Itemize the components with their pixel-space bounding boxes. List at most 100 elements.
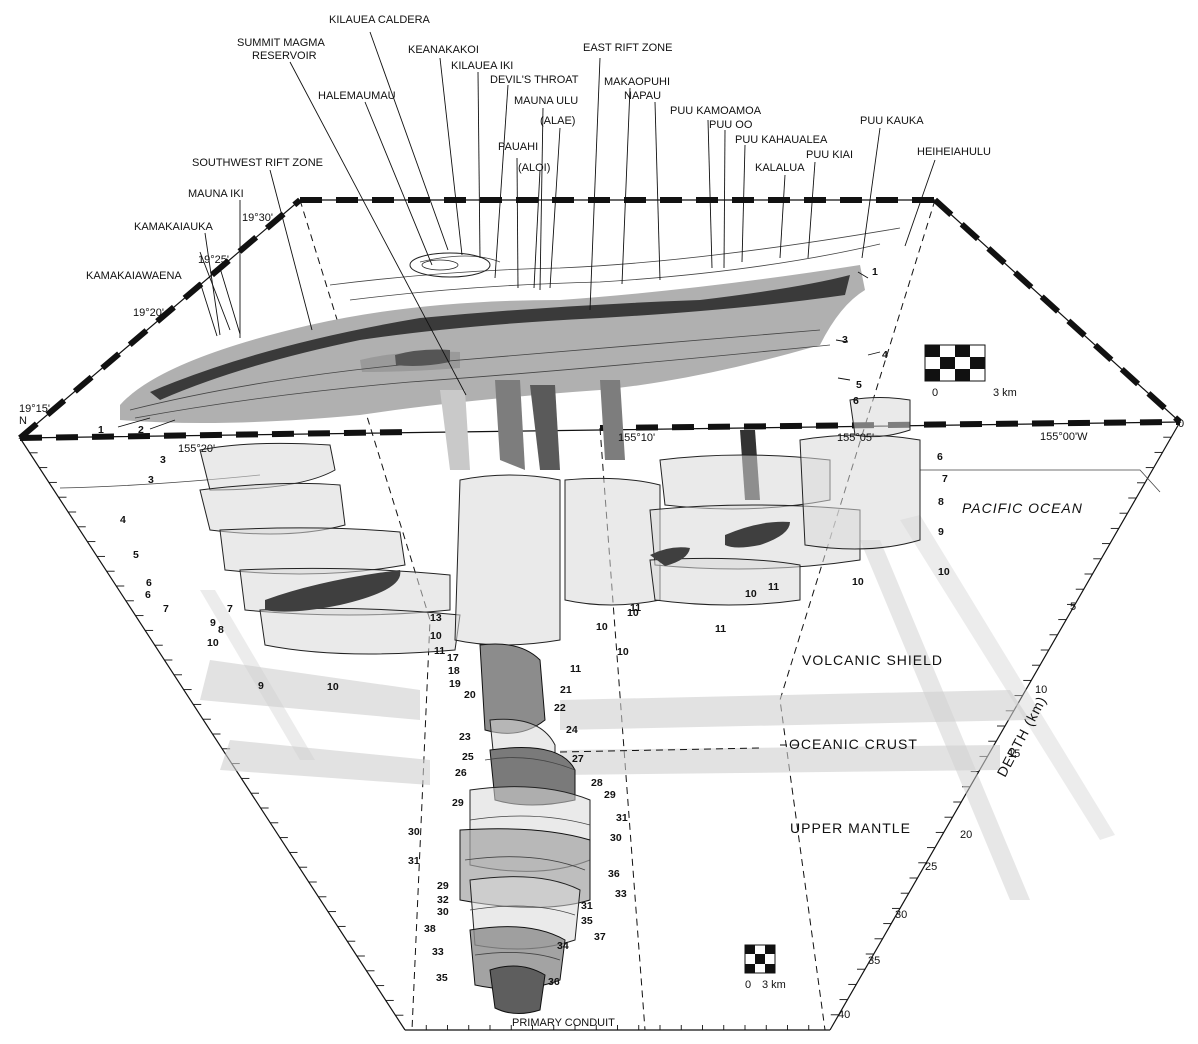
lon-155-10: 155°10' bbox=[618, 432, 655, 444]
zone-number-36b: 36 bbox=[548, 976, 560, 988]
zone-number-35a: 35 bbox=[581, 915, 593, 927]
zone-number-10h: 10 bbox=[852, 576, 864, 588]
zone-number-36a: 36 bbox=[608, 868, 620, 880]
zone-number-10d: 10 bbox=[596, 621, 608, 633]
depth-tick-label: 20 bbox=[960, 829, 972, 841]
lat-19-30: 19°30' bbox=[242, 212, 273, 224]
lon-155-20: 155°20' bbox=[178, 443, 215, 455]
depth-tick-label: 10 bbox=[1035, 684, 1047, 696]
label-summit-magma: SUMMIT MAGMA bbox=[237, 37, 325, 49]
depth-tick-label: 25 bbox=[925, 861, 937, 873]
depth-zero: 0 bbox=[1178, 418, 1184, 430]
zone-number-9c: 9 bbox=[938, 526, 944, 538]
depth-tick-label: 40 bbox=[838, 1009, 850, 1021]
zone-number-38: 38 bbox=[424, 923, 436, 935]
zone-number-11a: 11 bbox=[434, 645, 445, 657]
label-pacific-ocean: PACIFIC OCEAN bbox=[962, 500, 1083, 516]
label-east-rift-zone: EAST RIFT ZONE bbox=[583, 42, 672, 54]
zone-number-3c: 3 bbox=[842, 334, 848, 346]
zone-number-35b: 35 bbox=[436, 972, 448, 984]
zone-number-29a: 29 bbox=[452, 797, 464, 809]
zone-number-8a: 8 bbox=[218, 624, 224, 636]
lat-19-20: 19°20' bbox=[133, 307, 164, 319]
scale-bar-top: 0 3 km bbox=[924, 344, 1017, 399]
label-makaopuhi: MAKAOPUHI bbox=[604, 76, 670, 88]
zone-number-34: 34 bbox=[557, 940, 569, 952]
scale-bar-bottom: 0 3 km bbox=[744, 944, 786, 991]
zone-number-11e: 11 bbox=[768, 581, 779, 593]
zone-number-37: 37 bbox=[594, 931, 606, 943]
coordinate-labels: 19°30' 19°25' 19°20' 19°15' N 155°20' 15… bbox=[19, 212, 1088, 455]
zone-number-5b: 5 bbox=[856, 379, 862, 391]
label-kalalua: KALALUA bbox=[755, 162, 805, 174]
zone-number-30c: 30 bbox=[437, 906, 449, 918]
zone-number-1b: 1 bbox=[872, 266, 878, 278]
zone-number-28: 28 bbox=[591, 777, 603, 789]
zone-number-7a: 7 bbox=[163, 603, 169, 615]
label-devils-throat: DEVIL'S THROAT bbox=[490, 74, 579, 86]
zone-number-30b: 30 bbox=[610, 832, 622, 844]
zone-number-31c: 31 bbox=[581, 900, 593, 912]
label-mauna-ulu: MAUNA ULU bbox=[514, 95, 578, 107]
zone-number-24: 24 bbox=[566, 724, 578, 736]
zone-number-11d: 11 bbox=[715, 623, 726, 635]
zone-number-11b: 11 bbox=[570, 663, 581, 675]
leader-lines bbox=[117, 31, 936, 430]
label-southwest-rift-zone: SOUTHWEST RIFT ZONE bbox=[192, 157, 323, 169]
surface-labels: KILAUEA CALDERA SUMMIT MAGMA RESERVOIR K… bbox=[86, 14, 991, 282]
zone-number-33a: 33 bbox=[615, 888, 627, 900]
zone-number-31b: 31 bbox=[408, 855, 420, 867]
zone-number-4a: 4 bbox=[120, 514, 126, 526]
scale-top-zero: 0 bbox=[932, 387, 938, 399]
zone-number-21: 21 bbox=[560, 684, 572, 696]
lat-n: N bbox=[19, 415, 27, 427]
zone-number-10e: 10 bbox=[617, 646, 629, 658]
depth-tick-label: 30 bbox=[895, 909, 907, 921]
zone-number-30a: 30 bbox=[408, 826, 420, 838]
primary-conduit bbox=[459, 643, 591, 1014]
label-puu-kahaualea: PUU KAHAUALEA bbox=[735, 134, 828, 146]
zone-number-3a: 3 bbox=[160, 454, 166, 466]
zone-number-10g: 10 bbox=[745, 588, 757, 600]
label-napau: NAPAU bbox=[624, 90, 661, 102]
label-kilauea-caldera: KILAUEA CALDERA bbox=[329, 14, 431, 26]
label-mauna-iki: MAUNA IKI bbox=[188, 188, 244, 200]
label-puu-kamoamoa: PUU KAMOAMOA bbox=[670, 105, 762, 117]
scale-bottom-zero: 0 bbox=[745, 979, 751, 991]
label-kamakaiauka: KAMAKAIAUKA bbox=[134, 221, 214, 233]
zone-number-9a: 9 bbox=[210, 617, 216, 629]
zone-number-9b: 9 bbox=[258, 680, 264, 692]
zone-number-8b: 8 bbox=[938, 496, 944, 508]
zone-number-32: 32 bbox=[437, 894, 449, 906]
zone-number-25: 25 bbox=[462, 751, 474, 763]
zone-number-17: 17 bbox=[447, 652, 459, 664]
lat-19-25: 19°25' bbox=[198, 254, 229, 266]
label-keanakakoi: KEANAKAKOI bbox=[408, 44, 479, 56]
label-aloi: (ALOI) bbox=[518, 162, 550, 174]
zone-number-20: 20 bbox=[464, 689, 476, 701]
shallow-magma-lobes bbox=[199, 349, 921, 655]
label-primary-conduit: PRIMARY CONDUIT bbox=[512, 1017, 615, 1029]
layer-bands bbox=[200, 515, 1115, 900]
zone-number-10c: 10 bbox=[430, 630, 442, 642]
zone-number-7b: 7 bbox=[227, 603, 233, 615]
block-frame bbox=[18, 197, 1183, 1031]
label-kilauea-iki: KILAUEA IKI bbox=[451, 60, 513, 72]
zone-number-6b: 6 bbox=[145, 589, 151, 601]
zone-number-10a: 10 bbox=[207, 637, 219, 649]
label-puu-kiai: PUU KIAI bbox=[806, 149, 853, 161]
depth-tick-label: 15 bbox=[1008, 748, 1020, 760]
label-pauahi: PAUAHI bbox=[498, 141, 538, 153]
label-upper-mantle: UPPER MANTLE bbox=[790, 820, 911, 836]
scale-bottom-dist: 3 km bbox=[762, 979, 786, 991]
label-puu-oo: PUU OO bbox=[709, 119, 753, 131]
zone-number-7c: 7 bbox=[942, 473, 948, 485]
zone-number-26: 26 bbox=[455, 767, 467, 779]
region-labels: PACIFIC OCEAN VOLCANIC SHIELD OCEANIC CR… bbox=[512, 500, 1083, 1029]
zone-number-6a: 6 bbox=[146, 577, 152, 589]
zone-number-29b: 29 bbox=[604, 789, 616, 801]
zone-number-19: 19 bbox=[449, 678, 461, 690]
zone-number-1a: 1 bbox=[98, 424, 104, 436]
